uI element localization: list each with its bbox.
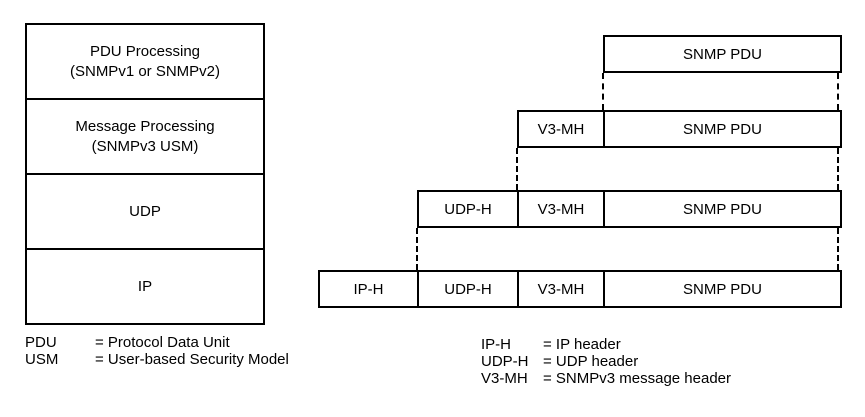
legend-definition: = IP header — [543, 336, 621, 353]
protocol-stack: PDU Processing (SNMPv1 or SNMPv2) Messag… — [25, 23, 265, 325]
stack-row-sublabel: (SNMPv3 USM) — [91, 137, 199, 155]
legend-item-udph: UDP-H = UDP header — [481, 353, 731, 370]
legend-definition: = Protocol Data Unit — [95, 334, 230, 351]
udp-h-cell: UDP-H — [417, 270, 519, 308]
snmp-pdu-cell: SNMP PDU — [603, 190, 842, 228]
stack-row-label: Message Processing — [75, 117, 215, 135]
v3-mh-cell: V3-MH — [517, 190, 605, 228]
stack-row-ip: IP — [27, 248, 263, 323]
legend-item-iph: IP-H = IP header — [481, 336, 731, 353]
encapsulation-row-ip: IP-H UDP-H V3-MH SNMP PDU — [318, 270, 842, 308]
v3-mh-cell: V3-MH — [517, 110, 605, 148]
legend-definition: = UDP header — [543, 353, 639, 370]
encapsulation-row-message: V3-MH SNMP PDU — [517, 110, 842, 148]
v3-mh-cell: V3-MH — [517, 270, 605, 308]
legend-abbr: UDP-H — [481, 353, 529, 370]
snmp-pdu-cell: SNMP PDU — [603, 110, 842, 148]
snmp-pdu-cell: SNMP PDU — [603, 270, 842, 308]
ip-h-cell: IP-H — [318, 270, 419, 308]
stack-row-udp: UDP — [27, 173, 263, 248]
legend-abbr: IP-H — [481, 336, 511, 353]
dashed-connector — [837, 228, 839, 270]
legend-item-usm: USM = User-based Security Model — [25, 351, 289, 368]
dashed-connector — [516, 148, 518, 190]
legend-abbr: PDU — [25, 334, 57, 351]
stack-row-sublabel: (SNMPv1 or SNMPv2) — [69, 62, 221, 80]
stack-row-label: IP — [137, 277, 153, 295]
dashed-connector — [837, 148, 839, 190]
legend-definition: = User-based Security Model — [95, 351, 289, 368]
stack-row-message-processing: Message Processing (SNMPv3 USM) — [27, 98, 263, 173]
stack-row-pdu-processing: PDU Processing (SNMPv1 or SNMPv2) — [27, 25, 263, 98]
dashed-connector — [416, 228, 418, 270]
encapsulation-row-pdu: SNMP PDU — [603, 35, 842, 73]
legend-right: IP-H = IP header UDP-H = UDP header V3-M… — [481, 336, 731, 387]
snmp-pdu-cell: SNMP PDU — [603, 35, 842, 73]
udp-h-cell: UDP-H — [417, 190, 519, 228]
legend-abbr: USM — [25, 351, 59, 368]
stack-row-label: PDU Processing — [89, 42, 201, 60]
legend-abbr: V3-MH — [481, 370, 528, 387]
dashed-connector — [602, 73, 604, 110]
dashed-connector — [837, 73, 839, 110]
legend-item-v3mh: V3-MH = SNMPv3 message header — [481, 370, 731, 387]
encapsulation-row-udp: UDP-H V3-MH SNMP PDU — [417, 190, 842, 228]
legend-item-pdu: PDU = Protocol Data Unit — [25, 334, 289, 351]
legend-definition: = SNMPv3 message header — [543, 370, 732, 387]
stack-row-label: UDP — [129, 202, 161, 220]
legend-left: PDU = Protocol Data Unit USM = User-base… — [25, 334, 289, 368]
